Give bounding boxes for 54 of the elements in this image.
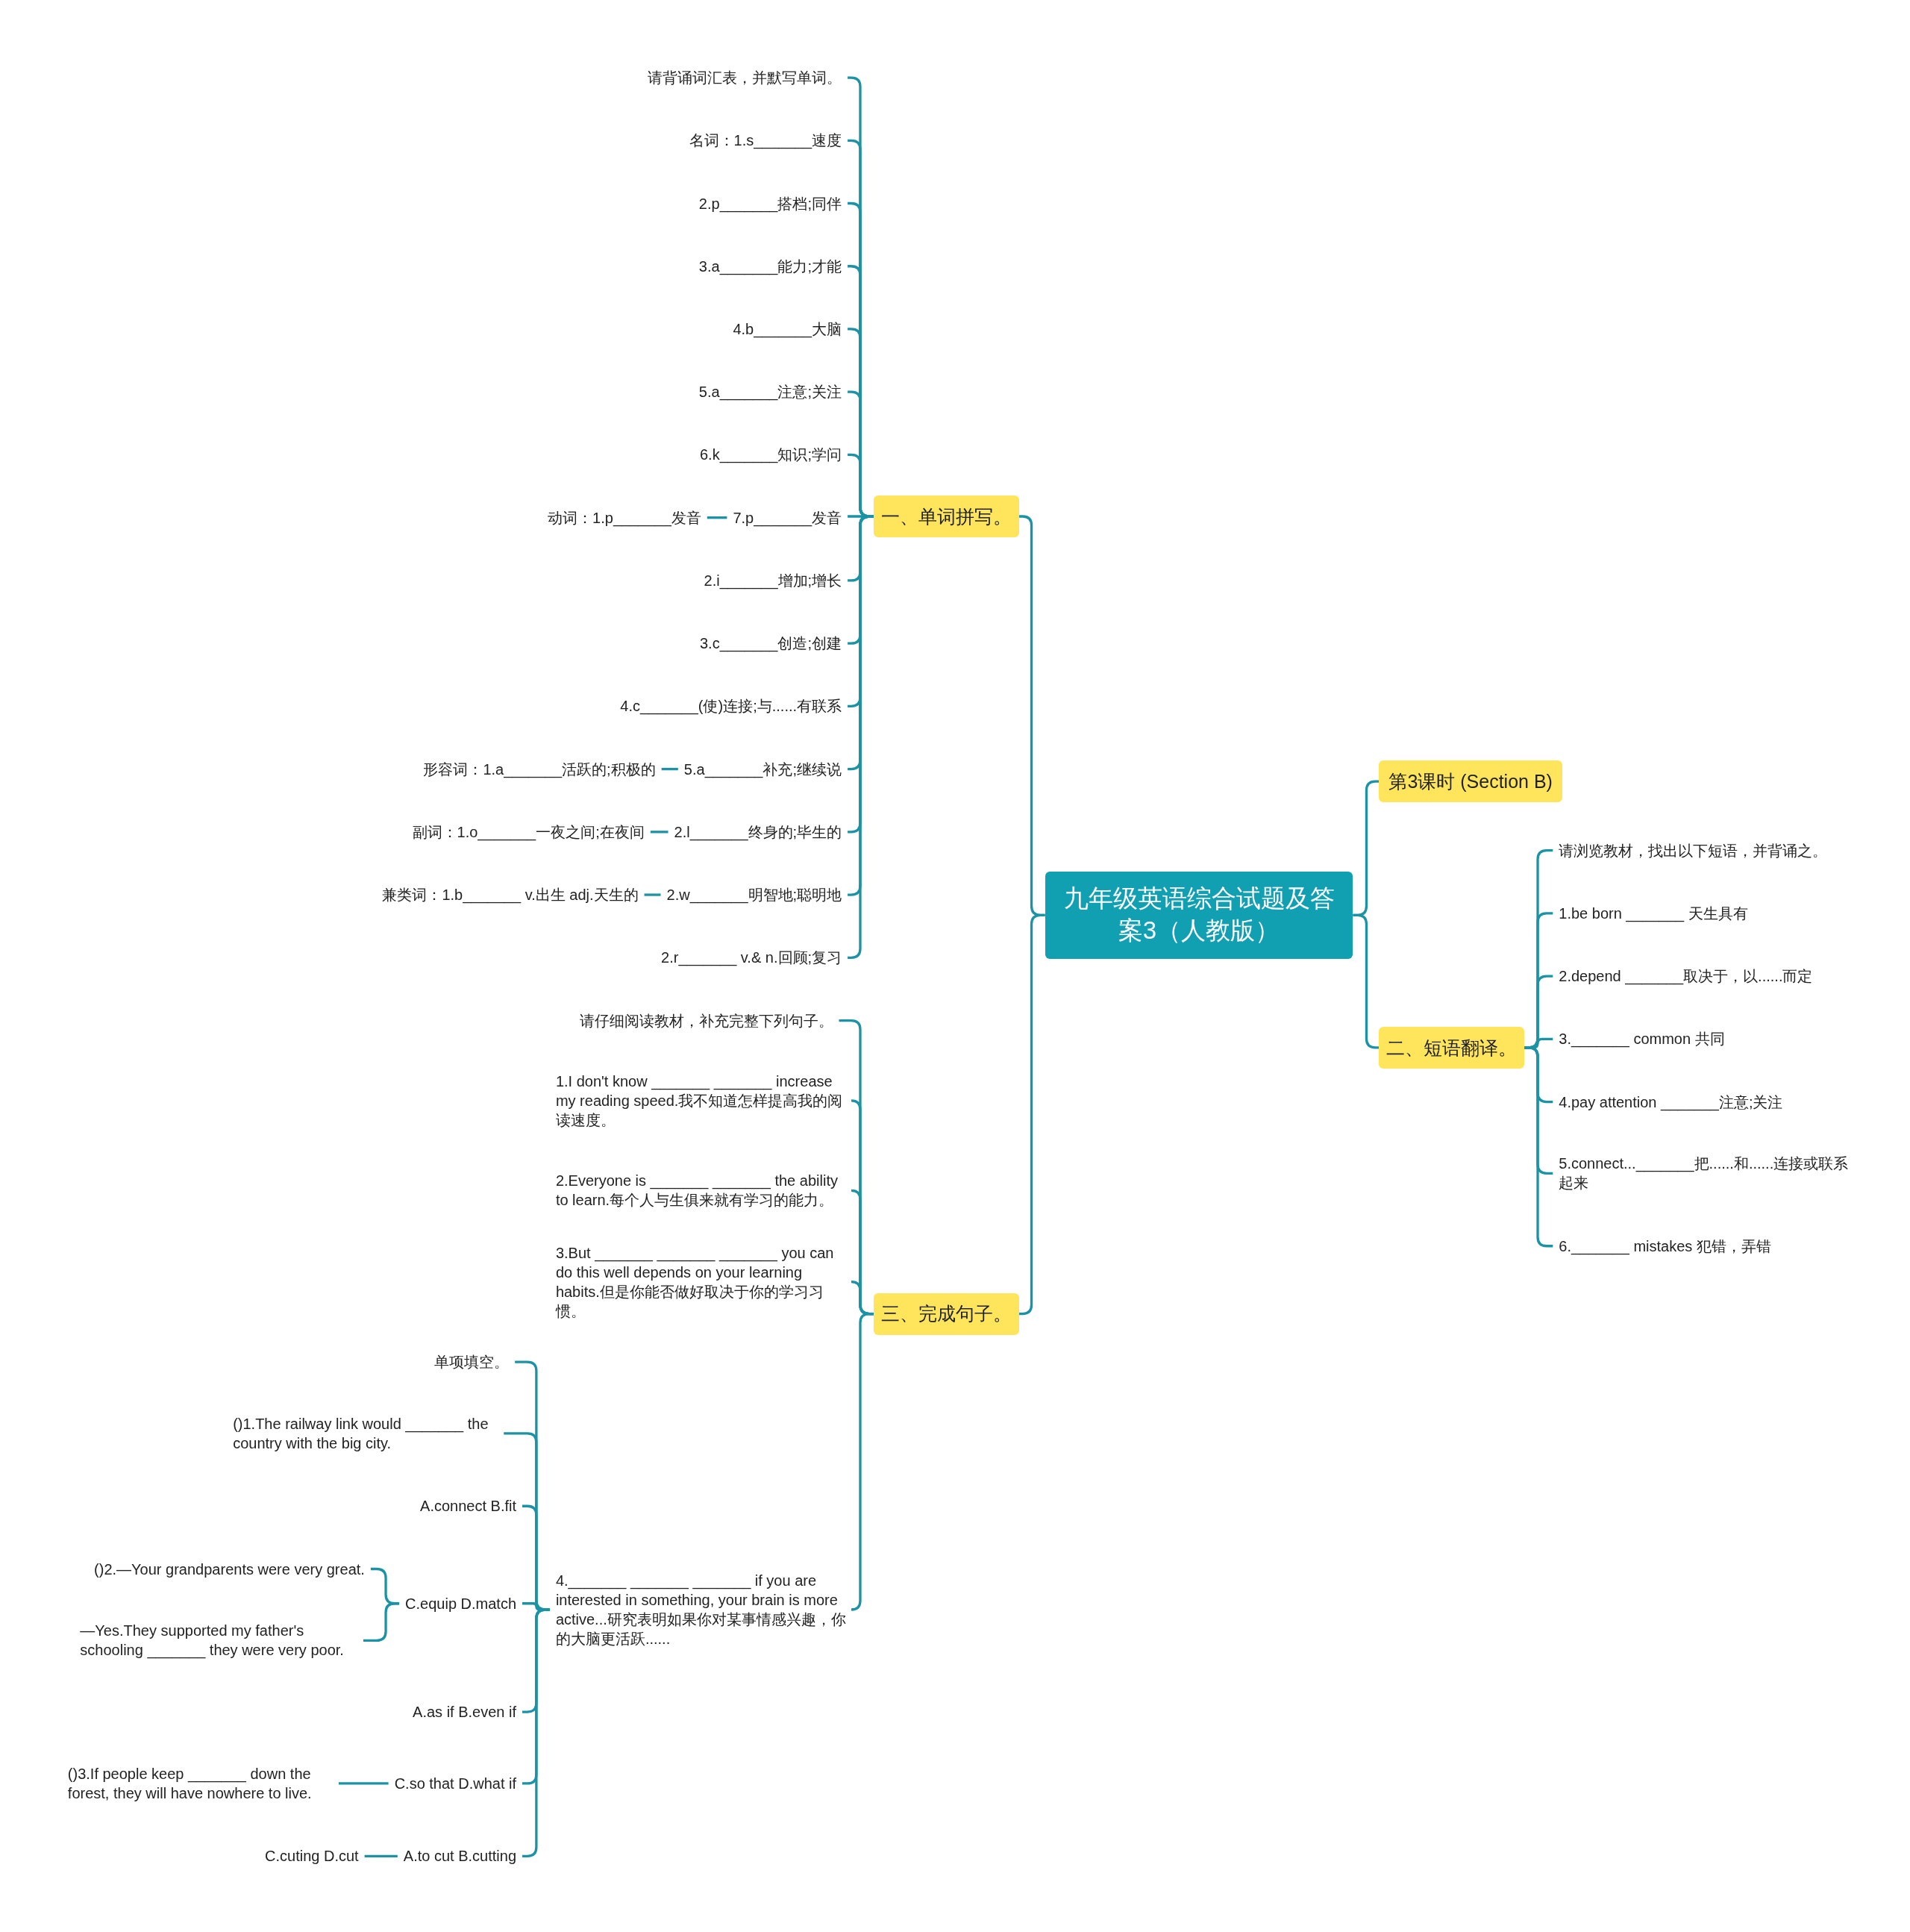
- item-text: 形容词：1.a_______活跃的;积极的: [423, 759, 656, 779]
- item-text: 副词：1.o_______一夜之间;在夜间: [412, 822, 645, 842]
- item-text: 3.a_______能力;才能: [698, 256, 842, 276]
- item-text: 2.i_______增加;增长: [704, 570, 842, 590]
- item-text: 1.I don't know _______ _______ increase my reading speed.我不知道怎样提高我的阅读速度。: [555, 1071, 847, 1130]
- item-text: 4.b_______大脑: [733, 319, 842, 339]
- item-text: 5.connect..._______把......和......连接或联系起来: [1559, 1154, 1849, 1193]
- item-text: 4._______ _______ _______ if you are interested in something, your brain is more active...研究表明如果你对某事情感兴趣，你的大脑更活跃......: [555, 1571, 847, 1648]
- item-text: 2.l_______终身的;毕生的: [674, 822, 842, 842]
- item-text: A.connect B.fit: [420, 1496, 517, 1516]
- item-text: A.to cut B.cutting: [403, 1846, 517, 1866]
- item-text: C.equip D.match: [405, 1593, 517, 1613]
- item-text: 单项填空。: [434, 1352, 510, 1372]
- item-text: 1.be born _______ 天生具有: [1559, 903, 1748, 923]
- item-text: 5.a_______补充;继续说: [683, 759, 842, 779]
- item-text: 2.Everyone is _______ _______ the ability to learn.每个人与生俱来就有学习的能力。: [555, 1171, 847, 1210]
- item-text: 6._______ mistakes 犯错，弄错: [1559, 1236, 1771, 1256]
- topic-box: 二、短语翻译。: [1379, 1026, 1524, 1069]
- item-text: 5.a_______注意;关注: [698, 382, 842, 402]
- item-text: C.so that D.what if: [394, 1773, 517, 1793]
- topic-box: 第3课时 (Section B): [1379, 760, 1563, 803]
- connector-line: [650, 831, 668, 834]
- item-text: 3.c_______创造;创建: [699, 634, 842, 654]
- item-text: ()2.—Your grandparents were very great.: [94, 1559, 365, 1579]
- item-text: A.as if B.even if: [413, 1702, 517, 1722]
- item-text: 请仔细阅读教材，补充完整下列句子。: [579, 1010, 833, 1031]
- connector-line: [707, 516, 727, 519]
- topic-box: 一、单词拼写。: [874, 495, 1019, 538]
- item-text: ()1.The railway link would _______ the country with the big city.: [233, 1413, 498, 1453]
- item-text: 2.p_______搭档;同伴: [698, 193, 842, 213]
- item-text: 动词：1.p_______发音: [548, 507, 701, 528]
- connector-line: [364, 1854, 398, 1857]
- item-text: 3._______ common 共同: [1559, 1029, 1725, 1049]
- item-text: 6.k_______知识;学问: [699, 445, 842, 465]
- item-text: 4.c_______(使)连接;与......有联系: [620, 696, 842, 716]
- connector-line: [338, 1782, 389, 1785]
- item-text: C.cuting D.cut: [265, 1846, 359, 1866]
- item-text: 名词：1.s_______速度: [689, 131, 842, 151]
- topic-box: 三、完成句子。: [874, 1292, 1019, 1335]
- item-text: 兼类词：1.b_______ v.出生 adj.天生的: [382, 885, 639, 905]
- item-text: 请背诵词汇表，并默写单词。: [648, 68, 842, 88]
- item-text: 4.pay attention _______注意;关注: [1559, 1092, 1783, 1112]
- item-text: —Yes.They supported my father's schooling _______ they were very poor.: [80, 1621, 357, 1660]
- item-text: 2.w_______明智地;聪明地: [666, 885, 842, 905]
- item-text: 7.p_______发音: [733, 507, 842, 528]
- item-text: 请浏览教材，找出以下短语，并背诵之。: [1559, 840, 1828, 860]
- item-text: 2.depend _______取决于，以......而定: [1559, 966, 1813, 987]
- connector-line: [850, 1312, 874, 1611]
- connector-line: [644, 893, 661, 896]
- central-topic-box: 九年级英语综合试题及答案3（人教版）: [1045, 871, 1353, 959]
- item-text: 3.But _______ _______ _______ you can do this well depends on your learning habits.但是你能否做好取决于你的学习习惯。: [555, 1242, 847, 1321]
- item-text: ()3.If people keep _______ down the forest, they will have nowhere to live.: [67, 1763, 333, 1803]
- item-text: 2.r_______ v.& n.回顾;复习: [661, 948, 842, 968]
- connector-line: [661, 767, 678, 771]
